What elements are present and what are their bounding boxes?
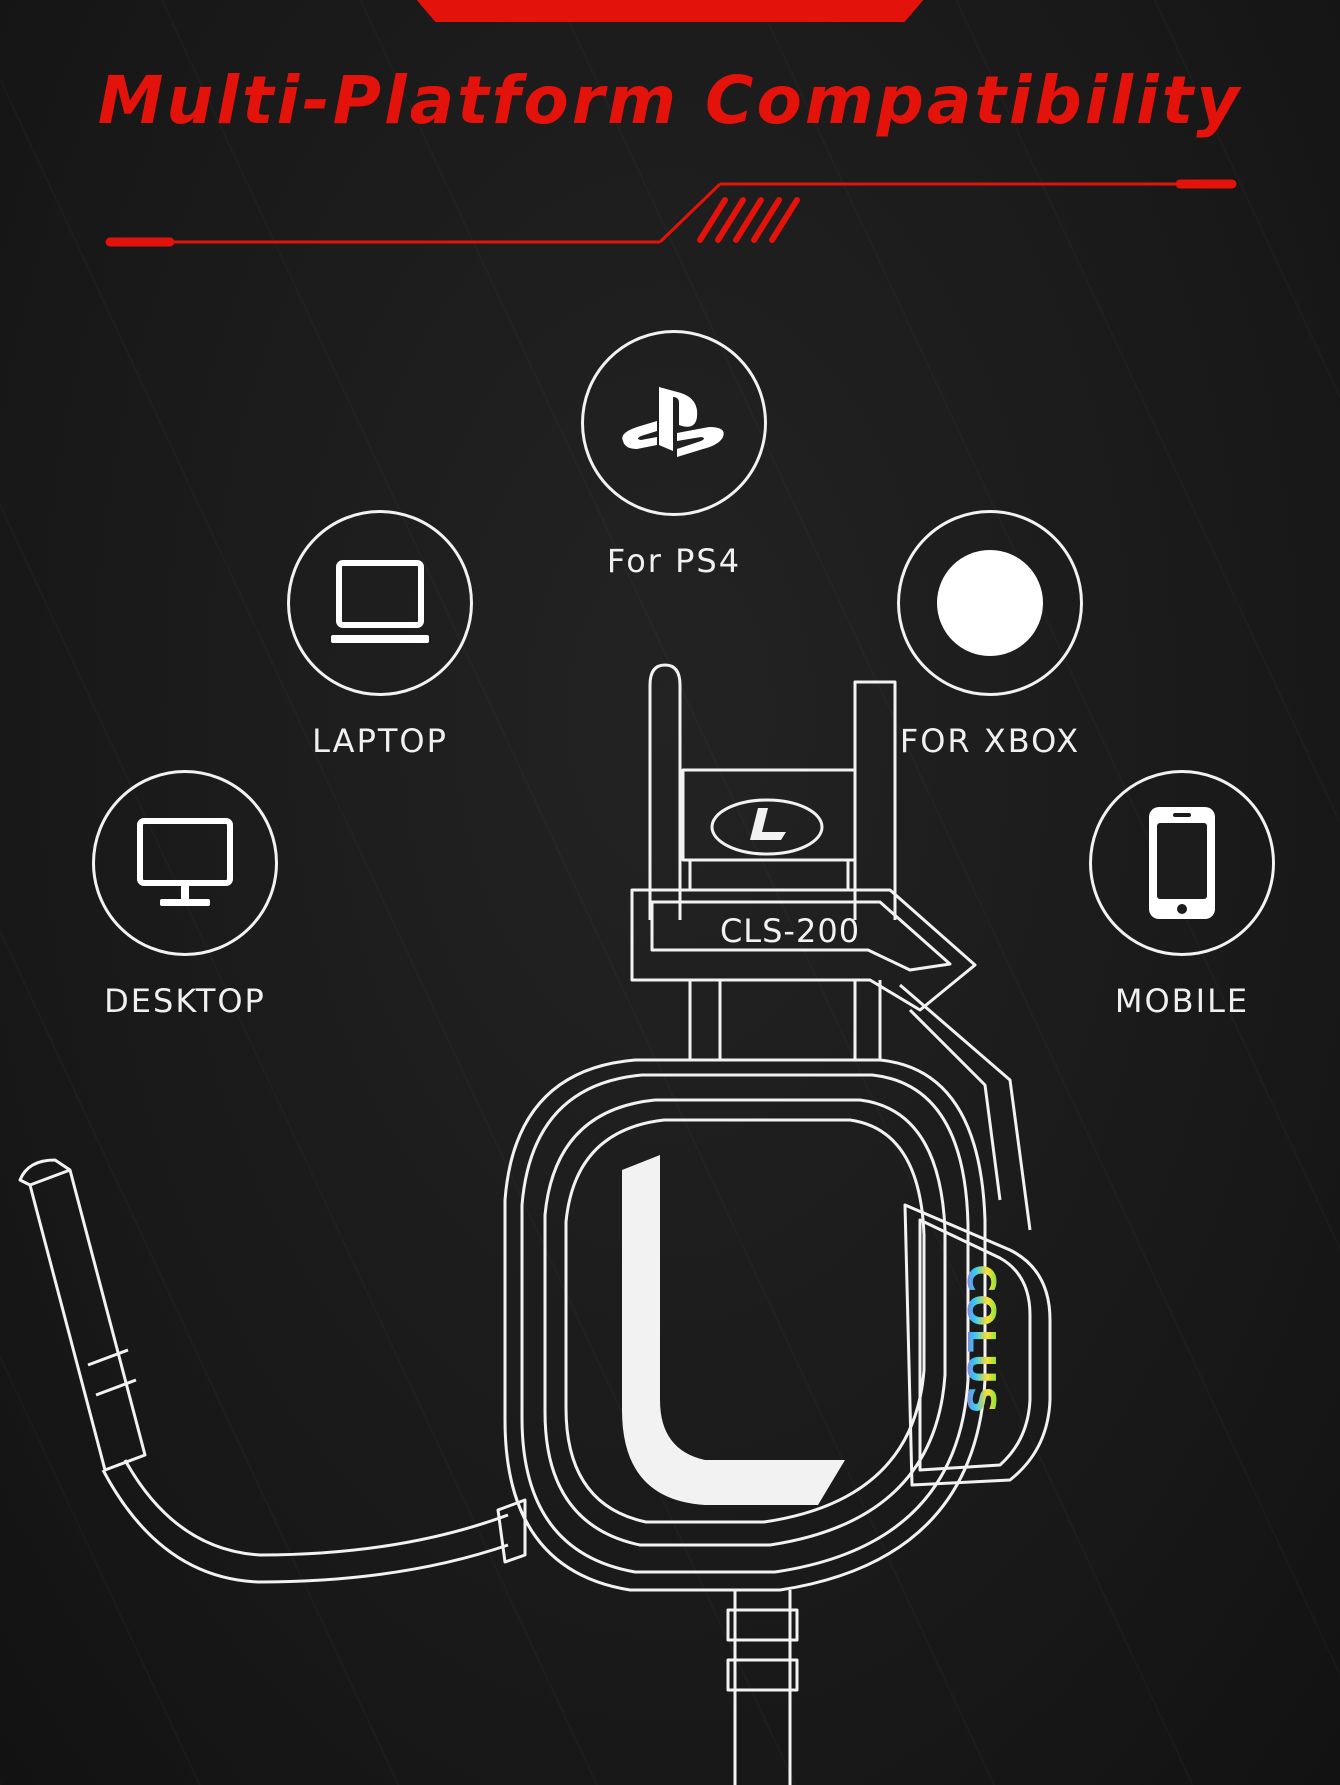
platform-mobile: MOBILE bbox=[1082, 770, 1282, 1020]
laptop-icon bbox=[287, 510, 473, 696]
page-title: Multi-Platform Compatibility bbox=[97, 62, 1243, 139]
rgb-side-logo: COLUS bbox=[959, 1264, 1003, 1415]
platform-label: For PS4 bbox=[606, 542, 742, 580]
platform-label: DESKTOP bbox=[104, 982, 266, 1020]
platform-desktop: DESKTOP bbox=[85, 770, 285, 1020]
top-red-tab bbox=[415, 0, 925, 22]
mobile-phone-icon bbox=[1089, 770, 1275, 956]
platform-laptop: LAPTOP bbox=[280, 510, 480, 760]
desktop-monitor-icon bbox=[92, 770, 278, 956]
model-label: CLS-200 bbox=[720, 912, 860, 950]
xbox-icon bbox=[897, 510, 1083, 696]
brand-mark-l bbox=[622, 1155, 845, 1505]
platform-xbox: FOR XBOX bbox=[890, 510, 1090, 760]
platform-ps4: For PS4 bbox=[574, 330, 774, 580]
playstation-icon bbox=[581, 330, 767, 516]
platform-label: LAPTOP bbox=[312, 722, 448, 760]
platform-label: MOBILE bbox=[1114, 982, 1250, 1020]
platform-label: FOR XBOX bbox=[899, 722, 1081, 760]
title-underline-decoration bbox=[105, 179, 1237, 247]
headset-illustration: COLUS CLS-200 bbox=[18, 663, 1052, 1785]
